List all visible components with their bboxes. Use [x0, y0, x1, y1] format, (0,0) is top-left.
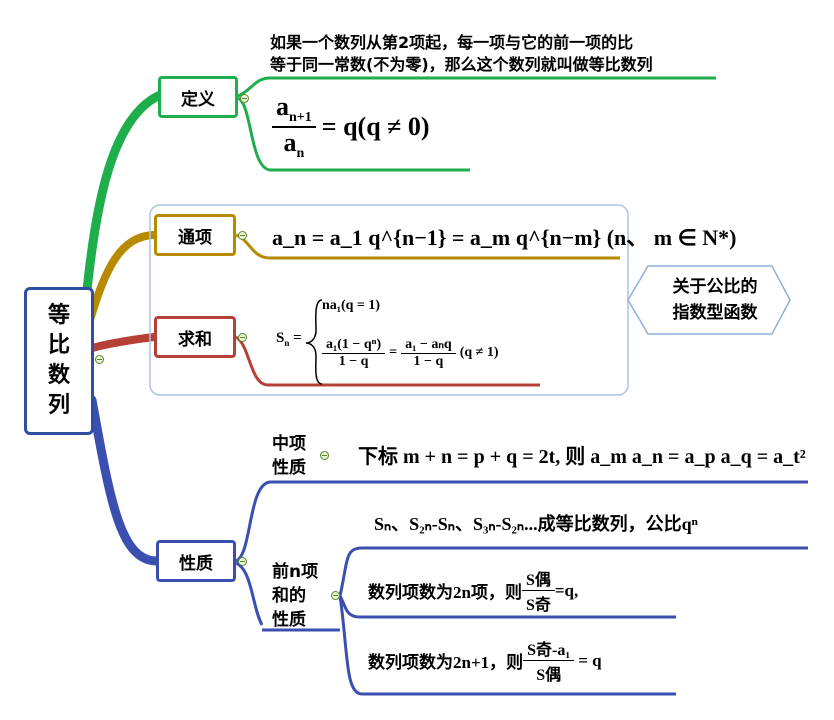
- collapse-icon-properties[interactable]: [238, 557, 247, 566]
- branch-partial-top: [338, 546, 808, 597]
- sum-lhs: Sn =: [276, 330, 302, 348]
- middle-prefix: 下标: [358, 446, 398, 468]
- node-definition-label: 定义: [181, 89, 215, 110]
- node-sum-label: 求和: [178, 329, 212, 350]
- root-char-2: 比: [47, 333, 70, 358]
- label-partial-sum[interactable]: 前n项 和的 性质: [272, 560, 318, 632]
- definition-formula: an+1 an = q(q ≠ 0): [272, 92, 430, 162]
- sum-lhs-sub: n: [284, 338, 290, 348]
- definition-line-2: 等于同一常数(不为零)，那么这个数列就叫做等比数列: [270, 55, 653, 74]
- odd-num: S奇-a₁: [523, 636, 575, 661]
- odd-text: 数列项数为2n+1，则: [368, 653, 524, 672]
- branch-partial-odd: [338, 595, 676, 696]
- branch-definition-upper: [237, 76, 716, 98]
- node-definition[interactable]: 定义: [158, 76, 238, 118]
- odd-fraction: S奇-a₁ S偶: [523, 636, 575, 685]
- sum-frac2-den: 1 − q: [413, 354, 444, 369]
- sum-frac2-num: a₁ − aₙq: [401, 336, 456, 354]
- node-sum[interactable]: 求和: [154, 316, 236, 358]
- sum-case-2: a₁(1 − qⁿ) 1 − q = a₁ − aₙq 1 − q (q ≠ 1…: [322, 336, 498, 370]
- partial-label-line-3: 性质: [272, 610, 306, 630]
- middle-label-line-2: 性质: [272, 458, 306, 478]
- callout-line-1: 关于公比的: [672, 277, 758, 297]
- collapse-icon-middle[interactable]: [320, 451, 329, 460]
- even-fraction: S偶 S奇: [521, 566, 555, 615]
- odd-den: S偶: [536, 667, 562, 684]
- node-general-term[interactable]: 通项: [154, 214, 236, 256]
- def-num: a: [276, 92, 289, 121]
- label-middle-term[interactable]: 中项 性质: [272, 432, 306, 480]
- branch-sum: [88, 333, 158, 352]
- sum-case-1: na₁(q = 1): [322, 298, 381, 313]
- root-char-1: 等: [47, 303, 70, 328]
- middle-label-line-1: 中项: [272, 434, 306, 454]
- def-num-sub: n+1: [289, 110, 312, 126]
- def-den: a: [283, 128, 297, 158]
- even-text: 数列项数为2n项，则: [368, 583, 522, 602]
- partial-odd: 数列项数为2n+1，则 S奇-a₁ S偶 = q: [368, 636, 602, 685]
- sum-frac1-den: 1 − q: [338, 353, 369, 369]
- branch-properties: [87, 395, 161, 566]
- callout-text: 关于公比的 指数型函数: [660, 274, 770, 326]
- collapse-icon-partial[interactable]: [331, 591, 340, 600]
- partial-label-line-1: 前n项: [272, 562, 319, 582]
- def-den-sub: n: [296, 146, 305, 162]
- branch-middle: [235, 480, 808, 563]
- callout-line-2: 指数型函数: [672, 303, 758, 323]
- callout-shape: [627, 265, 791, 335]
- definition-fraction: an+1 an: [272, 92, 316, 162]
- definition-text: 如果一个数列从第2项起，每一项与它的前一项的比 等于同一常数(不为零)，那么这个…: [270, 32, 653, 76]
- root-char-3: 数: [47, 363, 70, 388]
- branch-general: [86, 231, 158, 324]
- middle-formula: 下标 m + n = p + q = 2t, 则 a_m a_n = a_p a…: [358, 440, 806, 469]
- odd-rhs: = q: [578, 650, 602, 670]
- general-term-formula: a_n = a_1 q^{n−1} = a_m q^{n−m} (n、 m ∈ …: [272, 225, 737, 250]
- partial-top-text: Sₙ、S₂ₙ-Sₙ、S₃ₙ-S₂ₙ...成等比数列，公比qⁿ: [374, 514, 698, 534]
- collapse-icon-general[interactable]: [238, 231, 247, 240]
- collapse-icon-root[interactable]: [95, 355, 104, 364]
- def-rhs: = q(q ≠ 0): [321, 112, 430, 142]
- partial-label-line-2: 和的: [272, 586, 306, 606]
- sum-brace: [305, 299, 323, 385]
- root-node[interactable]: 等 比 数 列: [24, 287, 94, 435]
- sum-lhs-s: S: [276, 330, 285, 346]
- node-properties[interactable]: 性质: [156, 540, 236, 582]
- even-den: S奇: [525, 597, 551, 614]
- branch-definition: [81, 91, 163, 305]
- node-general-term-label: 通项: [178, 227, 212, 248]
- sum-frac1-num: a₁(1 − qⁿ): [322, 337, 386, 354]
- even-num: S偶: [521, 566, 555, 591]
- partial-even: 数列项数为2n项，则 S偶 S奇 =q,: [368, 566, 578, 615]
- collapse-icon-sum[interactable]: [238, 333, 247, 342]
- collapse-icon-definition[interactable]: [240, 94, 249, 103]
- branch-partial: [235, 561, 264, 626]
- node-properties-label: 性质: [179, 553, 213, 574]
- sum-frac-2: a₁ − aₙq 1 − q: [401, 336, 456, 370]
- middle-formula-text: m + n = p + q = 2t, 则 a_m a_n = a_p a_q …: [403, 446, 806, 468]
- sum-case2-cond: (q ≠ 1): [459, 345, 499, 360]
- even-rhs: =q,: [554, 580, 579, 600]
- root-char-4: 列: [47, 393, 70, 418]
- sum-frac-1: a₁(1 − qⁿ) 1 − q: [322, 337, 386, 370]
- definition-line-1: 如果一个数列从第2项起，每一项与它的前一项的比: [270, 33, 634, 52]
